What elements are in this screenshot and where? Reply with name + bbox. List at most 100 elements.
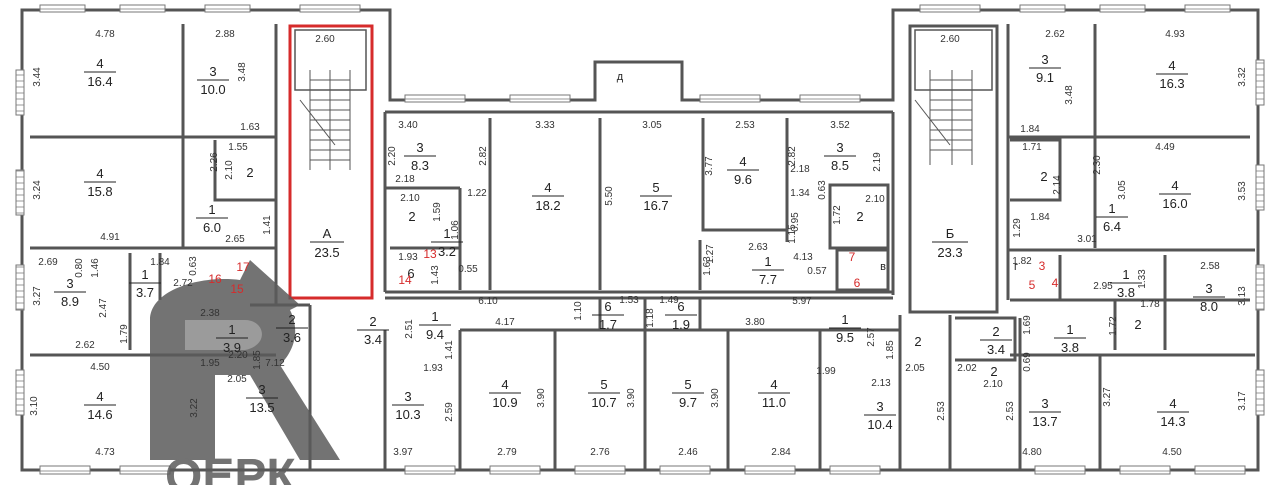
room-r30: 59.7 xyxy=(672,377,704,410)
room-area: 9.5 xyxy=(836,330,854,345)
room-r37: 16.4 xyxy=(1096,201,1128,234)
dimension-label: 2.18 xyxy=(790,164,810,175)
dimension-label: 2.53 xyxy=(735,120,755,131)
marker-number: 14 xyxy=(398,273,412,287)
room-r13: 38.3 xyxy=(404,140,436,173)
room-number: 4 xyxy=(544,180,551,195)
room-number: 1 xyxy=(228,322,235,337)
dimension-label: 3.77 xyxy=(704,156,715,176)
room-r7: 13.7 xyxy=(129,267,161,300)
dimension-label: 2.58 xyxy=(1200,261,1220,272)
dimension-label: 0.80 xyxy=(74,258,85,278)
room-r12: 313.5 xyxy=(246,382,278,415)
dimension-label: 3.24 xyxy=(32,180,43,200)
dimension-label: 2.51 xyxy=(404,319,415,339)
room-area: 9.4 xyxy=(426,327,444,342)
dimension-label: 1.06 xyxy=(450,220,461,240)
marker-number: 13 xyxy=(423,247,437,261)
room-number: 2 xyxy=(914,334,921,349)
dimension-label: 1.95 xyxy=(200,358,220,369)
dimension-label: 1.85 xyxy=(885,340,896,360)
dimension-label: 4.80 xyxy=(1022,447,1042,458)
room-r5: 16.0 xyxy=(196,202,228,235)
dimension-label: 2.95 xyxy=(1093,281,1113,292)
room-number: 2 xyxy=(1040,169,1047,184)
dimension-label: 1.46 xyxy=(90,258,101,278)
room-r11: 414.6 xyxy=(84,389,116,422)
dimension-label: 2.82 xyxy=(478,146,489,166)
room-r33: 2 xyxy=(914,334,921,349)
dimension-label: 0.55 xyxy=(458,264,478,275)
room-number: 4 xyxy=(96,56,103,71)
rooms-layer: 416.4310.0415.8216.038.913.713.923.623.4… xyxy=(54,52,1225,432)
room-area: 16.7 xyxy=(643,198,668,213)
room-number: 2 xyxy=(856,209,863,224)
room-area: 3.8 xyxy=(1061,340,1079,355)
room-r39: 13.8 xyxy=(1110,267,1142,300)
room-number: 3 xyxy=(876,399,883,414)
dimension-label: 2.60 xyxy=(940,34,960,45)
dimension-label: 2.57 xyxy=(866,327,877,347)
dimension-label: 3.90 xyxy=(626,388,637,408)
room-r17: 418.2 xyxy=(532,180,564,213)
room-area: 14.6 xyxy=(87,407,112,422)
dimension-label: 6.10 xyxy=(478,296,498,307)
dimension-label: 1.49 xyxy=(659,295,679,306)
dimension-label: 2.30 xyxy=(1092,155,1103,175)
dimension-label: 1.63 xyxy=(702,256,713,276)
room-number: 2 xyxy=(246,165,253,180)
dimension-label: 2.10 xyxy=(400,193,420,204)
room-area: 1.7 xyxy=(599,317,617,332)
dimension-label: 1.84 xyxy=(150,257,170,268)
dimension-label: 1.15 xyxy=(787,224,798,244)
dimension-label: 1.59 xyxy=(432,202,443,222)
dimension-label: 4.91 xyxy=(100,232,120,243)
stair-flights xyxy=(299,70,973,170)
room-r23: 19.4 xyxy=(419,309,451,342)
room-area: 10.0 xyxy=(200,82,225,97)
room-r25: 61.9 xyxy=(665,299,697,332)
room-r6: 38.9 xyxy=(54,276,86,309)
room-number: 4 xyxy=(1168,58,1175,73)
dimension-label: 3.27 xyxy=(1102,387,1113,407)
dimension-label: 3.05 xyxy=(642,120,662,131)
dimension-label: 3.52 xyxy=(830,120,850,131)
dimension-label: 3.48 xyxy=(1064,85,1075,105)
room-r10: 23.4 xyxy=(357,314,389,347)
room-number: 1 xyxy=(841,312,848,327)
dimension-label: 2.46 xyxy=(678,447,698,458)
dimension-label: 2.65 xyxy=(225,234,245,245)
room-number: 6 xyxy=(677,299,684,314)
room-area: 16.4 xyxy=(87,74,112,89)
dimension-label: 0.69 xyxy=(1022,352,1033,372)
dimension-label: 3.10 xyxy=(29,396,40,416)
room-number: 3 xyxy=(209,64,216,79)
room-area: 18.2 xyxy=(535,198,560,213)
room-area: 10.4 xyxy=(867,417,892,432)
dimension-label: 2.10 xyxy=(865,194,885,205)
dimension-label: 0.57 xyxy=(807,266,827,277)
room-area: 8.5 xyxy=(831,158,849,173)
room-area: 8.3 xyxy=(411,158,429,173)
dimension-label: 3.33 xyxy=(535,120,555,131)
room-r32: 310.4 xyxy=(864,399,896,432)
room-number: 1 xyxy=(141,267,148,282)
room-area: 6.4 xyxy=(1103,219,1121,234)
room-number: 1 xyxy=(208,202,215,217)
dimension-label: 1.27 xyxy=(705,244,716,264)
room-number: 2 xyxy=(369,314,376,329)
room-number: 6 xyxy=(407,266,414,281)
dimension-label: 1.99 xyxy=(816,366,836,377)
room-number: 1 xyxy=(1066,322,1073,337)
room-number: 2 xyxy=(408,209,415,224)
room-area: 11.0 xyxy=(762,395,786,410)
walls xyxy=(20,8,1260,472)
room-area: 3.8 xyxy=(1117,285,1135,300)
dimension-label: 2.20 xyxy=(228,350,248,361)
room-area: 3.7 xyxy=(136,285,154,300)
room-r27: 310.3 xyxy=(392,389,424,422)
dimension-label: 1.18 xyxy=(645,308,656,328)
